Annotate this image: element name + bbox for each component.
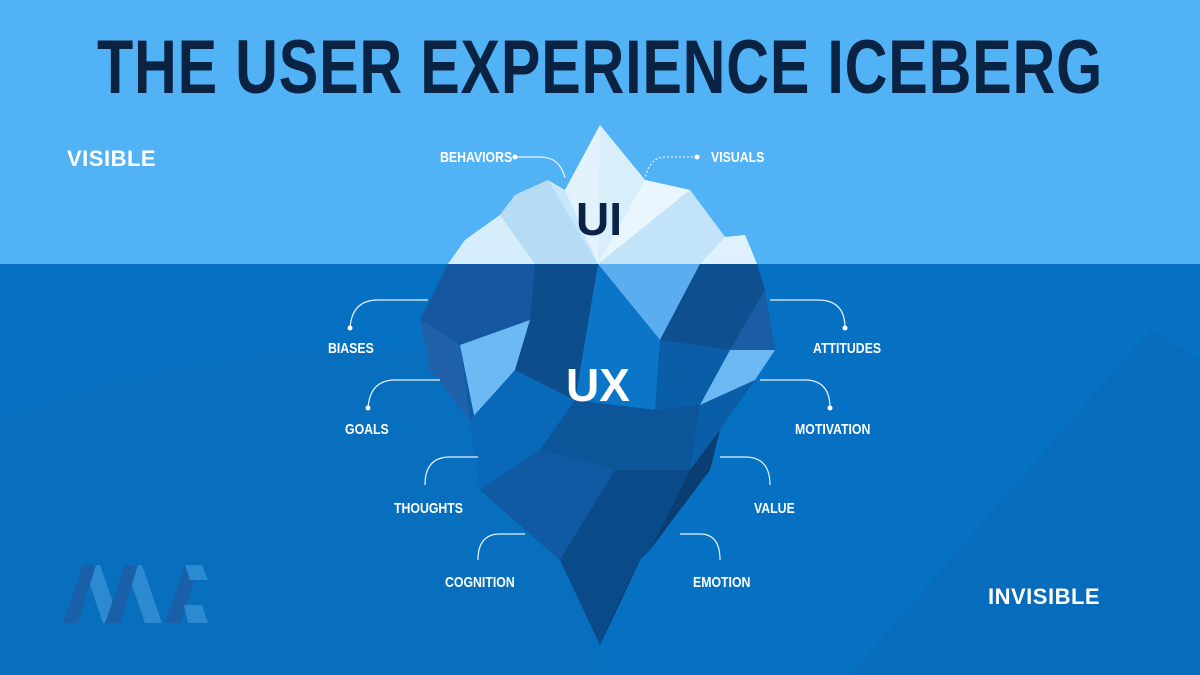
visible-label: VISIBLE [67,146,157,171]
page-title: THE USER EXPERIENCE ICEBERG [97,25,1103,110]
label-emotion: EMOTION [693,574,751,591]
connector-dots [347,154,848,411]
iceberg-tip [448,125,757,264]
label-motivation: MOTIVATION [795,421,871,438]
ui-label: UI [576,193,622,245]
label-goals: GOALS [345,421,389,438]
label-cognition: COGNITION [445,574,515,591]
label-value: VALUE [754,500,795,517]
label-attitudes: ATTITUDES [813,340,882,357]
label-visuals: VISUALS [711,149,765,166]
ux-label: UX [566,359,630,411]
label-biases: BIASES [328,340,374,357]
background-wave [850,330,1200,675]
connector-lines [349,156,846,561]
invisible-label: INVISIBLE [988,584,1101,609]
label-thoughts: THOUGHTS [394,500,464,517]
label-behaviors: BEHAVIORS [440,149,513,166]
iceberg-body [420,264,775,645]
brand-logo [63,565,208,623]
